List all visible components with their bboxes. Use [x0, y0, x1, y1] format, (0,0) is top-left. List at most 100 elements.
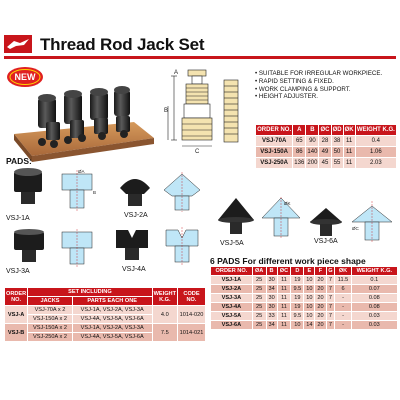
pad-vsj-3a-drawing	[61, 229, 93, 267]
table-cell: 200	[305, 157, 320, 169]
pad-label-vsj-5a: VSJ-5A	[220, 240, 244, 247]
column-header: ØC	[276, 266, 292, 276]
table-cell: 86	[292, 146, 307, 158]
table-cell: 6	[334, 284, 352, 294]
jack-spec-table: ORDER NO. A B ØC ØD ØK WEIGHT K.G. VSJ-7…	[254, 124, 398, 169]
table-cell: 11	[276, 302, 292, 312]
column-header: D	[290, 266, 305, 276]
table-cell: 0.07	[350, 284, 399, 294]
dim-label-b: B	[164, 108, 168, 114]
table-cell: VSJ-1A, VSJ-2A, VSJ-3A	[71, 305, 153, 315]
table-cell: 45	[318, 157, 332, 169]
table-row: VSJ-70A 65 90 28 38 11 0.4	[254, 135, 398, 147]
table-cell: 10	[290, 320, 305, 330]
table-cell: 19	[290, 275, 305, 285]
table-cell: 20	[314, 284, 327, 294]
table-cell: 30	[265, 275, 278, 285]
pad-label-vsj-4a: VSJ-4A	[122, 266, 146, 273]
table-cell: 11	[276, 320, 292, 330]
table-cell: 0.03	[350, 311, 399, 321]
table-cell: 7	[325, 284, 336, 294]
feature-item: SUITABLE FOR IRREGULAR WORKPIECE.	[255, 70, 382, 78]
pad-vsj-2a-photo	[120, 179, 150, 206]
column-header: B	[305, 124, 320, 136]
table-cell: 10	[303, 275, 316, 285]
table-cell: -	[334, 320, 352, 330]
table-cell: 11	[342, 157, 356, 169]
table-cell: 2.03	[354, 157, 398, 169]
table-cell: -	[334, 293, 352, 303]
title-divider	[4, 56, 396, 59]
new-badge-label: NEW	[15, 72, 37, 82]
product-photo	[14, 86, 154, 162]
new-badge: NEW	[7, 67, 43, 87]
table-header-row: ORDER NO. A B ØC ØD ØK WEIGHT K.G.	[254, 124, 398, 136]
table-cell: 0.4	[354, 135, 398, 147]
table-cell: 7.5	[151, 323, 179, 342]
column-header: ØD	[330, 124, 344, 136]
table-cell: -	[334, 302, 352, 312]
table-cell: 11.5	[334, 275, 352, 285]
table-cell: VSJ-70A x 2	[27, 305, 73, 315]
pad-label-vsj-3a: VSJ-3A	[6, 268, 30, 275]
table-cell: 30	[265, 302, 278, 312]
jack-set-table: ORDER NO. SET INCLUDING WEIGHT K.G. CODE…	[3, 287, 206, 342]
table-cell: 20	[314, 302, 327, 312]
table-cell: 28	[318, 135, 332, 147]
column-header: WEIGHT K.G.	[354, 124, 398, 136]
pad-vsj-6a-drawing: ØC	[351, 201, 393, 243]
table-cell: 25	[251, 275, 267, 285]
pad-vsj-5a-drawing: ØK	[261, 197, 301, 239]
eagle-logo-icon	[4, 35, 32, 53]
table-cell: 7	[325, 293, 336, 303]
pad-vsj-5a-photo	[218, 198, 254, 234]
table-cell: 25	[251, 311, 267, 321]
table-cell: 11	[276, 311, 292, 321]
feature-list: SUITABLE FOR IRREGULAR WORKPIECE. RAPID …	[255, 70, 382, 101]
column-header: A	[292, 124, 307, 136]
column-header: PARTS EACH ONE	[71, 296, 153, 306]
table-cell: 90	[305, 135, 320, 147]
feature-item: WORK CLAMPING & SUPPORT.	[255, 86, 382, 94]
table-cell: VSJ-4A, VSJ-5A, VSJ-6A	[71, 332, 153, 342]
pads-heading: PADS:	[6, 156, 32, 166]
table-cell: VSJ-150A	[254, 146, 294, 158]
table-header-row: ORDER NO. SET INCLUDING WEIGHT K.G. CODE…	[3, 287, 206, 306]
pad-vsj-1a-photo	[14, 168, 42, 204]
table-cell: VSJ-150A x 2	[27, 323, 73, 333]
table-cell: VSJ-150A x 2	[27, 314, 73, 324]
pad-vsj-4a-drawing	[165, 227, 199, 266]
column-header: CODE NO.	[177, 287, 206, 306]
table-cell: 9.5	[290, 311, 305, 321]
table-cell: VSJ-6A	[210, 320, 253, 330]
table-cell: 9.5	[290, 284, 305, 294]
table-cell: 1014-020	[177, 305, 206, 324]
table-cell: VSJ-1A	[210, 275, 253, 285]
table-cell: 19	[290, 302, 305, 312]
table-cell: VSJ-B	[3, 323, 29, 342]
table-cell: 10	[303, 293, 316, 303]
table-cell: 49	[318, 146, 332, 158]
pad-vsj-6a-photo	[310, 208, 342, 236]
table-cell: 10	[303, 302, 316, 312]
table-cell: 0.1	[350, 275, 399, 285]
table-cell: 25	[251, 284, 267, 294]
column-header: ØA	[251, 266, 267, 276]
table-cell: 25	[251, 302, 267, 312]
table-cell: 0.08	[350, 293, 399, 303]
feature-item: RAPID SETTING & FIXED.	[255, 78, 382, 86]
table-row: VSJ-A VSJ-70A x 2 VSJ-1A, VSJ-2A, VSJ-3A…	[3, 305, 206, 324]
feature-item: HEIGHT ADJUSTER.	[255, 93, 382, 101]
column-header: G	[325, 266, 336, 276]
table-cell: VSJ-250A x 2	[27, 332, 73, 342]
table-cell: -	[334, 311, 352, 321]
dim-label-c: C	[195, 149, 200, 155]
table-cell: VSJ-4A	[210, 302, 253, 312]
table-row: VSJ-150A 86 140 49 50 11 1.06	[254, 146, 398, 158]
table-cell: 19	[290, 293, 305, 303]
table-cell: 1.06	[354, 146, 398, 158]
table-cell: 33	[265, 311, 278, 321]
